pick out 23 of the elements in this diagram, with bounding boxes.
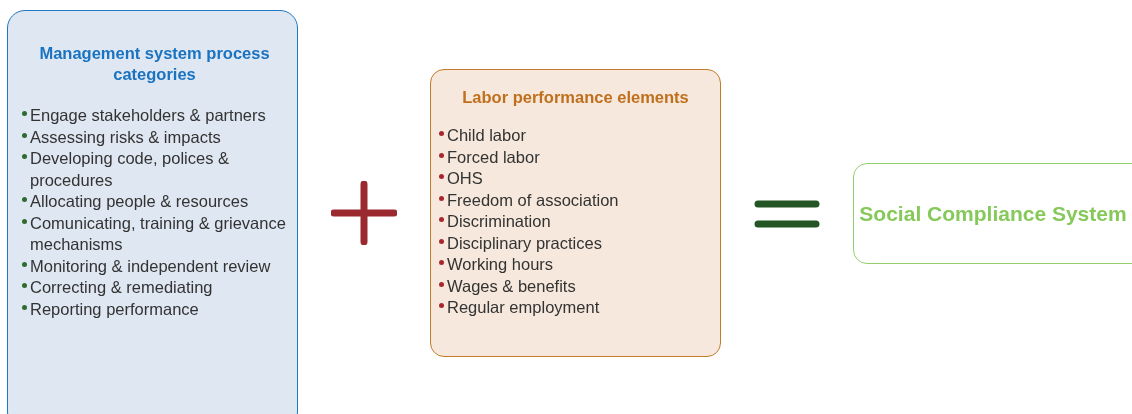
- list-item: Wages & benefits: [447, 275, 576, 297]
- list-item: Developing code, polices & procedures: [30, 148, 231, 191]
- list-item: Regular employment: [447, 297, 600, 318]
- list-item: OHS: [447, 168, 483, 189]
- list-item: Allocating people & resources: [30, 191, 249, 212]
- list-item: Correcting & remediating: [30, 277, 213, 298]
- labor-elements-panel: [430, 69, 721, 357]
- list-item: Working hours: [447, 254, 554, 275]
- process-category-panel: [7, 10, 298, 414]
- list-item: Assessing risks & impacts: [30, 126, 221, 148]
- list-item: Comunicating, training & grievance mechanisms: [30, 212, 287, 255]
- panel-heading: Social Compliance System: [858, 202, 1128, 225]
- list-item: Reporting performance: [30, 298, 199, 320]
- list-item: Freedom of association: [447, 189, 619, 211]
- list-item: Child labor: [447, 125, 526, 146]
- list-item: Discrimination: [447, 211, 551, 232]
- list-item: Monitoring & independent review: [30, 255, 271, 277]
- panel-heading: Labor performance elements: [461, 87, 690, 108]
- panel-heading: Management system process categories: [38, 43, 271, 85]
- list-item: Forced labor: [447, 146, 540, 168]
- list-item: Engage stakeholders & partners: [30, 105, 266, 126]
- list-item: Disciplinary practices: [447, 232, 602, 254]
- result-box: [853, 163, 1132, 264]
